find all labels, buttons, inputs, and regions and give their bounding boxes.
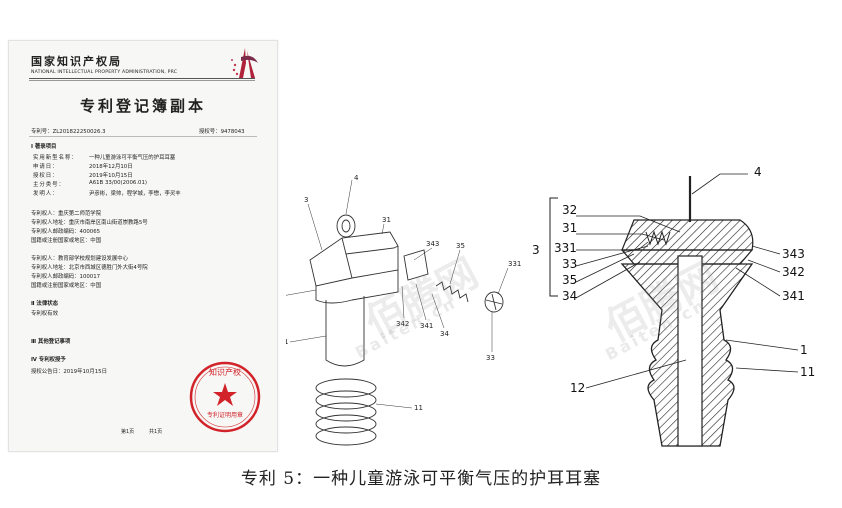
patent-number: 专利号：ZL201822250026.3 (31, 129, 106, 135)
part-label: 34 (562, 289, 577, 303)
field-value: 一种儿童游泳可平衡气压的护耳耳塞 (89, 155, 176, 161)
earplug-exploded-drawing: 4 3 31 343 35 331 2 342 341 34 33 1 11 (286, 174, 521, 446)
part-label: 11 (414, 404, 423, 412)
section-heading: Ⅱ 法律状态 (31, 301, 58, 307)
office-name-cn: 国家知识产权局 (31, 55, 122, 68)
part-label: 12 (570, 381, 585, 395)
field-value: 尹彦彬，梁帅，程学城，李懋，李灵丰 (89, 191, 181, 197)
part-label: 33 (486, 354, 495, 362)
grant-number: 授权号：9478043 (199, 129, 245, 135)
owner-line: 专利权人：重庆第二师范学院 (31, 211, 102, 217)
owner-line: 国籍或注册国家或地区：中国 (31, 238, 102, 244)
part-label: 34 (440, 330, 449, 338)
field-label: 授权日： (33, 173, 59, 179)
owner-line: 专利权人地址：北京市西城区德胜门外大街4号院 (31, 265, 148, 271)
divider (29, 136, 257, 137)
document-title: 专利登记簿副本 (79, 97, 206, 115)
field-label: 申请日： (33, 164, 59, 170)
part-label: 343 (782, 247, 805, 261)
field-label: 主分类号： (33, 182, 65, 188)
part-label: 35 (456, 242, 465, 250)
owner-line: 专利权人邮政编码：400065 (31, 229, 101, 235)
part-label: 331 (554, 241, 577, 255)
owner-line: 专利权人邮政编码：100017 (31, 274, 101, 280)
part-label: 342 (782, 265, 805, 279)
figure-caption: 专利 5：一种儿童游泳可平衡气压的护耳耳塞 (240, 469, 602, 489)
header-rule-thin (29, 80, 255, 81)
part-label: 341 (420, 322, 433, 330)
part-label: 32 (562, 203, 577, 217)
cnipa-logo-icon (231, 48, 258, 78)
official-seal-icon: 知识产权 专利证明用章 (189, 361, 261, 433)
header-rule (29, 78, 255, 79)
part-label: 342 (396, 320, 409, 328)
part-label: 33 (562, 257, 577, 271)
field-value: 2018年12月10日 (89, 164, 133, 170)
part-label: 31 (382, 216, 391, 224)
field-label: 实用新型名称： (33, 155, 78, 161)
svg-text:知识产权: 知识产权 (209, 367, 241, 377)
patent-certificate: 国家知识产权局 NATIONAL INTELLECTUAL PROPERTY A… (8, 40, 278, 452)
page-number: 第1页 (121, 429, 135, 435)
part-label: 1 (286, 338, 288, 346)
field-value: 2019年10月15日 (89, 173, 133, 179)
legal-status: 专利权有效 (31, 311, 58, 317)
owner-line: 专利权人：教育部学校规划建设发展中心 (31, 256, 129, 262)
part-label: 4 (754, 165, 762, 179)
part-label: 1 (800, 343, 808, 357)
office-name-en: NATIONAL INTELLECTUAL PROPERTY ADMINISTR… (31, 70, 178, 75)
section-heading: Ⅰ 著录项目 (31, 144, 57, 150)
part-label: 3 (532, 243, 540, 257)
part-label: 35 (562, 273, 577, 287)
part-label: 343 (426, 240, 439, 248)
field-value: A61B 33/00(2006.01) (89, 180, 147, 186)
svg-text:专利证明用章: 专利证明用章 (207, 411, 243, 419)
field-label: 发明人： (33, 191, 59, 197)
owner-line: 国籍或注册国家或地区：中国 (31, 283, 102, 289)
owner-line: 专利权人地址：重庆市南岸区南山街道崇教路5号 (31, 220, 148, 226)
section-heading: Ⅳ 专利权授予 (31, 357, 66, 363)
grant-date: 授权公告日：2019年10月15日 (31, 369, 107, 375)
part-label: 31 (562, 221, 577, 235)
part-label: 3 (304, 196, 308, 204)
part-label: 341 (782, 289, 805, 303)
page-total: 共1页 (149, 429, 163, 435)
part-label: 4 (354, 174, 359, 182)
part-label: 11 (800, 365, 815, 379)
section-heading: Ⅲ 其他登记事项 (31, 339, 71, 345)
part-label: 331 (508, 260, 521, 268)
earplug-cross-section: 4 32 31 3 331 33 35 34 343 342 341 1 11 … (532, 165, 815, 447)
